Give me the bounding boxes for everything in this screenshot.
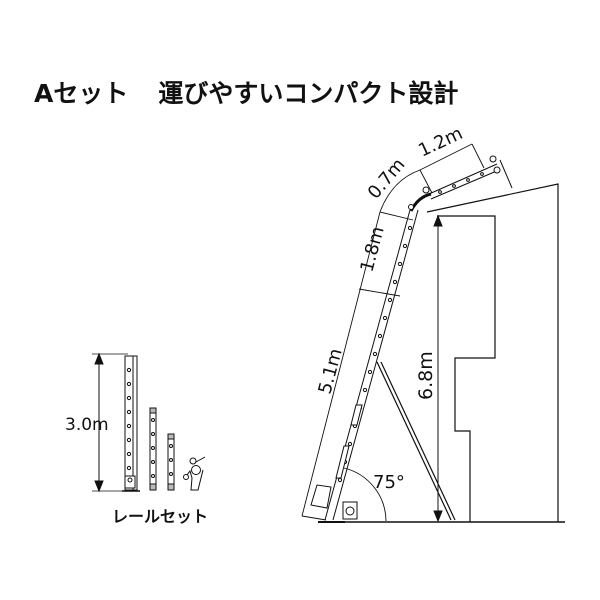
rail-height-label: 3.0m [65,415,109,435]
tagline: 運びやすいコンパクト設計 [158,79,459,108]
rail-set-illustration [92,352,206,493]
building-outline [318,183,565,523]
middle-length-label: 1.8m [357,224,389,274]
rail-set-label: レールセット [112,507,209,526]
set-name: Aセット [34,79,129,108]
angle-label: 75° [373,472,405,493]
height-label: 6.8m [415,351,437,400]
angle-arc [343,467,387,522]
length-dimension [301,143,485,521]
ladder-illustration [310,155,513,523]
top-length-label: 1.2m [415,123,466,162]
curve-length-label: 0.7m [364,154,410,203]
page-title: Aセット運びやすいコンパクト設計 [34,74,458,110]
lower-length-label: 5.1m [315,346,347,396]
hoist-icon [183,456,206,491]
height-dimension [433,214,443,523]
